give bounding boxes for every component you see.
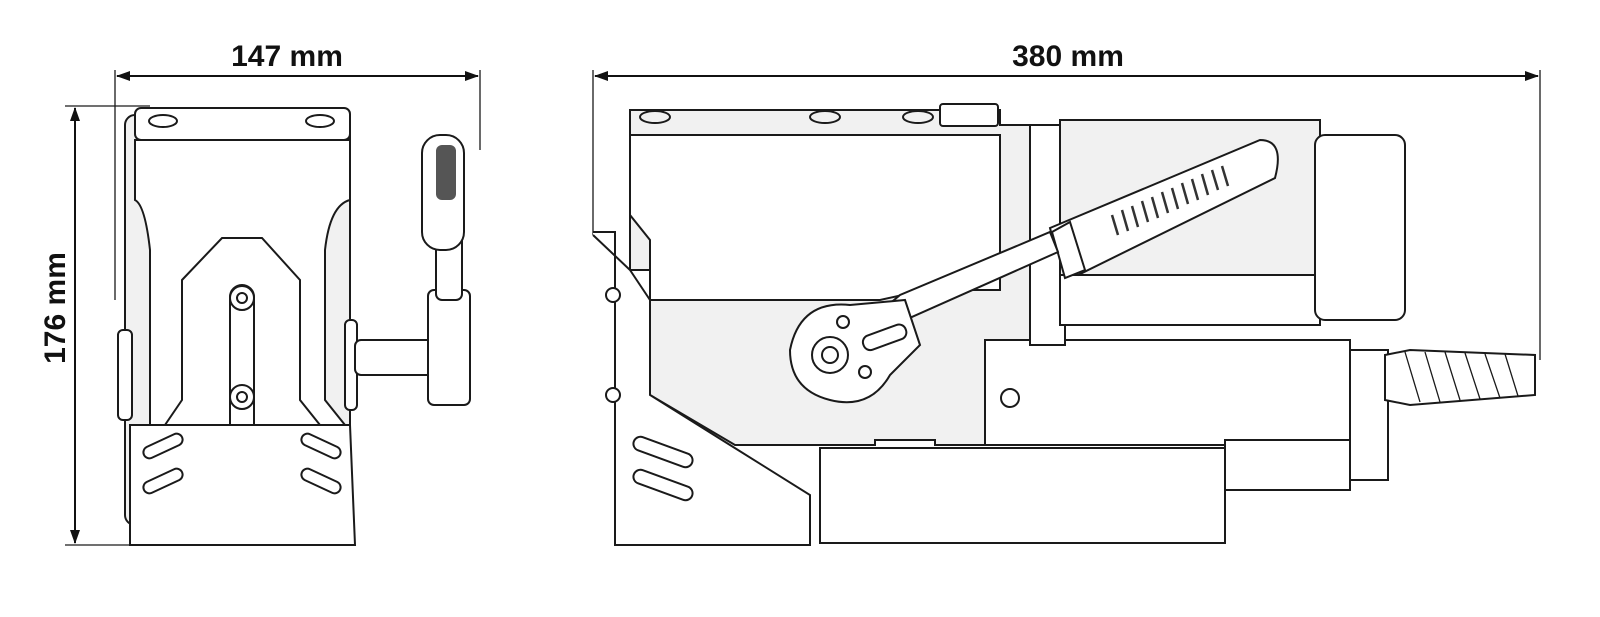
height-label: 176 mm — [39, 252, 72, 364]
length-label: 380 mm — [1012, 40, 1124, 73]
dimension-height: 176 mm — [39, 105, 150, 546]
width-label: 147 mm — [231, 40, 343, 73]
front-view-drill — [117, 107, 471, 546]
side-view-drill — [592, 103, 1536, 546]
dimension-width: 147 mm — [114, 40, 481, 300]
dimension-length: 380 mm — [592, 40, 1541, 360]
